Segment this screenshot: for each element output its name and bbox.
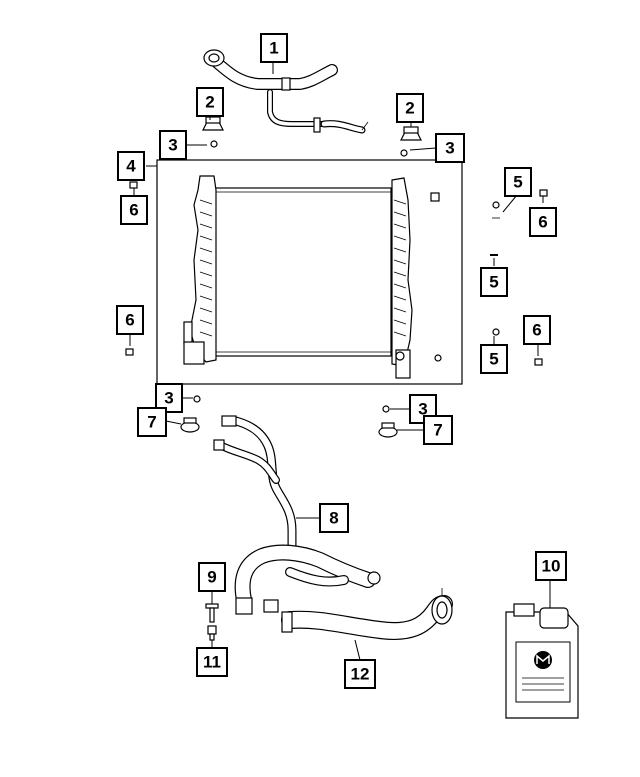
svg-text:3: 3: [168, 136, 177, 155]
nut-2: [539, 189, 548, 197]
lower-radiator-hose: [213, 415, 381, 615]
callout-2-right: 2: [396, 93, 424, 123]
radiator-cap-left: [202, 116, 224, 131]
svg-text:12: 12: [351, 665, 370, 684]
svg-text:8: 8: [329, 509, 338, 528]
callout-6-lower-left: 6: [116, 305, 144, 335]
callout-7-right: 7: [423, 415, 453, 445]
svg-text:3: 3: [418, 400, 427, 419]
svg-text:6: 6: [532, 321, 541, 340]
callout-9: 9: [198, 562, 226, 592]
nut-1: [129, 181, 138, 189]
grommet-2: [400, 149, 408, 157]
heater-hose: [281, 588, 453, 640]
callout-2-left: 2: [196, 87, 224, 117]
push-pin-fastener: [207, 625, 217, 641]
callout-6-lower-right: 6: [523, 315, 551, 345]
hose-bolt: [205, 603, 219, 623]
grommet-1: [210, 140, 218, 148]
grommet-4: [382, 405, 390, 413]
bolt-1: [492, 201, 500, 219]
svg-text:2: 2: [405, 99, 414, 118]
callout-3-top-right: 3: [435, 133, 465, 163]
svg-text:6: 6: [125, 311, 134, 330]
callout-5-middle: 5: [480, 267, 508, 297]
svg-text:6: 6: [538, 213, 547, 232]
svg-text:5: 5: [513, 173, 522, 192]
svg-text:3: 3: [164, 389, 173, 408]
leader-lines: [129, 62, 551, 661]
svg-text:5: 5: [489, 273, 498, 292]
clip-right: [378, 422, 398, 438]
callout-7-left: 7: [137, 407, 167, 437]
svg-text:1: 1: [269, 39, 278, 58]
callout-1: 1: [260, 33, 288, 63]
callout-6-upper-left: 6: [120, 195, 148, 225]
callout-11: 11: [196, 647, 228, 677]
callout-8: 8: [319, 503, 349, 533]
svg-text:11: 11: [203, 653, 221, 672]
callout-6-upper-right: 6: [529, 207, 557, 237]
svg-text:9: 9: [207, 568, 216, 587]
radiator-cap-right: [400, 126, 422, 141]
nut-3: [125, 348, 134, 356]
callout-5-upper: 5: [504, 167, 532, 197]
svg-text:5: 5: [489, 350, 498, 369]
callout-12: 12: [344, 659, 376, 689]
svg-text:10: 10: [542, 557, 561, 576]
callout-5-lower: 5: [480, 344, 508, 374]
callout-4: 4: [117, 151, 145, 181]
radiator-assembly: [156, 159, 463, 385]
upper-radiator-hose: [203, 49, 369, 134]
svg-text:6: 6: [129, 201, 138, 220]
nut-4: [534, 358, 543, 366]
svg-text:7: 7: [147, 413, 156, 432]
callout-10: 10: [535, 551, 567, 581]
svg-text:7: 7: [433, 421, 442, 440]
grommet-3: [193, 395, 201, 403]
clip-left: [180, 417, 200, 433]
coolant-jug: [505, 603, 579, 719]
mopar-logo-icon: [534, 651, 552, 669]
svg-text:4: 4: [126, 157, 136, 176]
bolt-3: [492, 328, 500, 336]
callout-3-top-left: 3: [159, 130, 187, 160]
svg-text:3: 3: [445, 139, 454, 158]
svg-text:2: 2: [205, 93, 214, 112]
